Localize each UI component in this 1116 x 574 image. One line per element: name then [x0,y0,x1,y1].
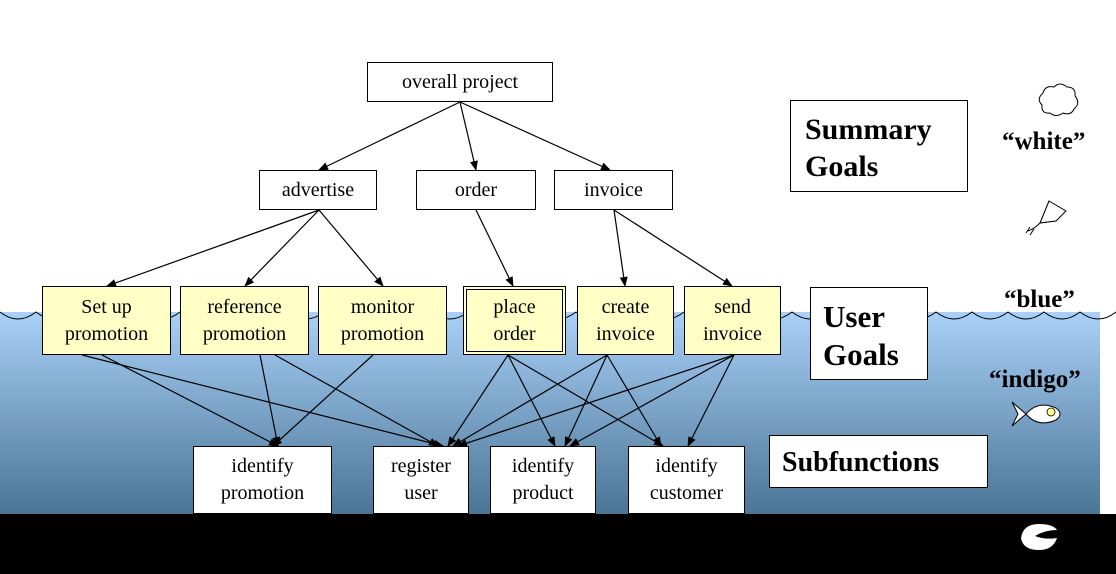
arrow-u0-to-f0 [101,354,279,447]
indigo-label: “indigo” [989,366,1081,393]
create-invoice-node: create invoice [577,286,674,355]
arrow-s1-to-u3 [475,209,514,287]
arrow-root-to-s0 [318,101,461,171]
user-goals-label: User Goals [810,287,928,380]
subfunctions-label: Subfunctions [769,435,988,488]
summary-goals-label: Summary Goals [790,100,968,192]
arrow-u3-to-f1 [447,354,509,447]
white-label: “white” [1002,128,1086,155]
place-order-node: place order [463,286,566,355]
arrow-u4-to-f2 [564,354,608,447]
arrow-s0-to-u2 [318,209,384,287]
arrow-u5-to-f2 [569,354,735,447]
send-invoice-node: send invoice [684,286,781,355]
advertise-node: advertise [259,170,377,210]
register-user-node: register user [373,446,469,514]
blue-label: “blue” [1004,286,1075,313]
seabed [0,514,1116,574]
arrow-u5-to-f1 [457,354,735,447]
arrow-s0-to-u1 [244,209,320,287]
arrow-u1-to-f0 [259,354,281,447]
hierarchy-arrows [81,101,735,448]
identify-customer-node: identify customer [628,446,745,514]
arrow-root-to-s1 [459,101,478,171]
arrow-u1-to-f1 [274,354,439,447]
order-node: order [416,170,536,210]
clam-icon [1021,524,1057,550]
arrow-u2-to-f0 [272,354,374,447]
cloud-icon [1038,83,1079,116]
arrow-s0-to-u0 [106,209,320,287]
monitor-promotion-node: monitor promotion [318,286,447,355]
arrow-s2-to-u5 [613,209,733,287]
invoice-node: invoice [554,170,673,210]
reference-promotion-node: reference promotion [180,286,309,355]
fish-icon [1011,401,1061,427]
arrow-root-to-s2 [459,101,611,171]
setup-promotion-node: Set up promotion [42,286,171,355]
kite-icon [1025,200,1067,236]
arrow-u0-to-f1 [81,354,444,448]
identify-promotion-node: identify promotion [193,446,332,514]
overall-project-node: overall project [367,62,553,102]
identify-product-node: identify product [490,446,596,514]
arrow-u4-to-f1 [452,354,608,447]
arrow-u3-to-f2 [507,354,556,447]
arrow-s2-to-u4 [613,209,628,287]
arrow-u4-to-f3 [606,354,662,447]
arrow-u5-to-f3 [687,354,735,447]
